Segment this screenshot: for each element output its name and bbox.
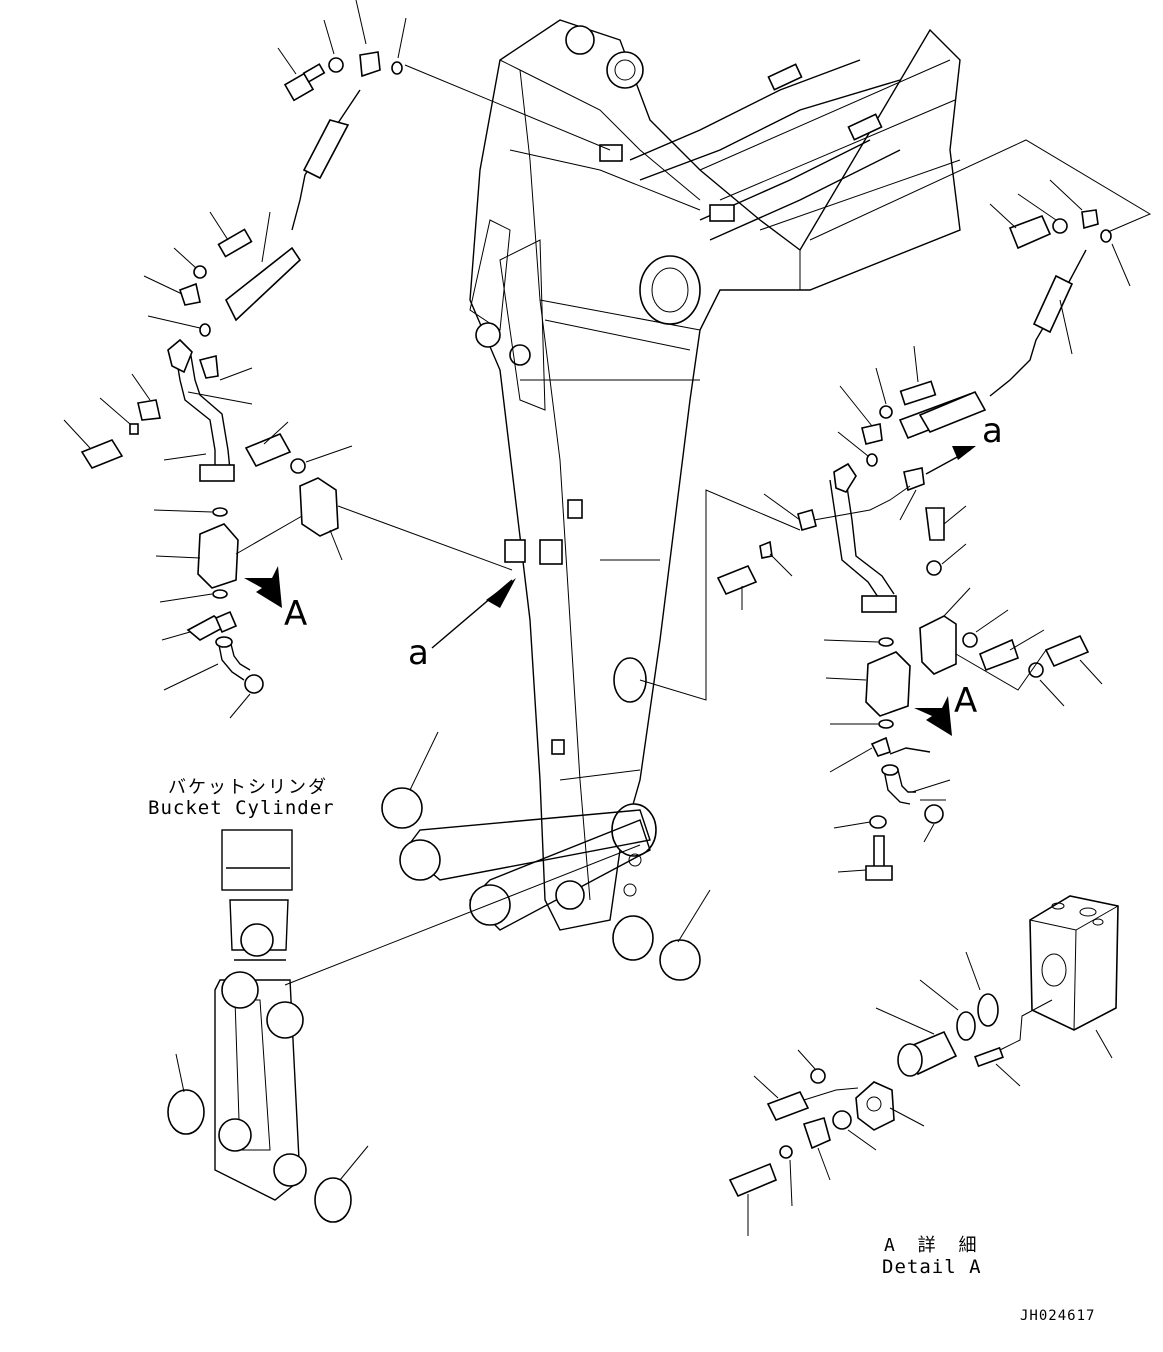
bucket-cylinder-label-en: Bucket Cylinder bbox=[148, 797, 335, 819]
detail-a-label-jp: A 詳 細 bbox=[884, 1235, 983, 1256]
ref-a-callout-left: a bbox=[408, 633, 429, 673]
left-hose-assembly bbox=[63, 0, 611, 719]
bucket-cylinder bbox=[221, 829, 641, 986]
bucket-link-assembly bbox=[214, 809, 651, 1201]
right-hose-assembly bbox=[639, 139, 1152, 881]
ref-a-callout-right: a bbox=[982, 411, 1003, 451]
figure-id: JH024617 bbox=[1020, 1308, 1096, 1324]
bucket-cylinder-label-jp: バケットシリンダ bbox=[168, 777, 328, 798]
view-a-callout-left: A bbox=[284, 594, 308, 634]
o-rings bbox=[167, 731, 711, 1223]
detail-a-label-en: Detail A bbox=[882, 1256, 982, 1278]
view-a-callout-right: A bbox=[954, 681, 978, 721]
detail-a-exploded-view bbox=[728, 895, 1119, 1236]
arm-structure bbox=[469, 19, 961, 961]
